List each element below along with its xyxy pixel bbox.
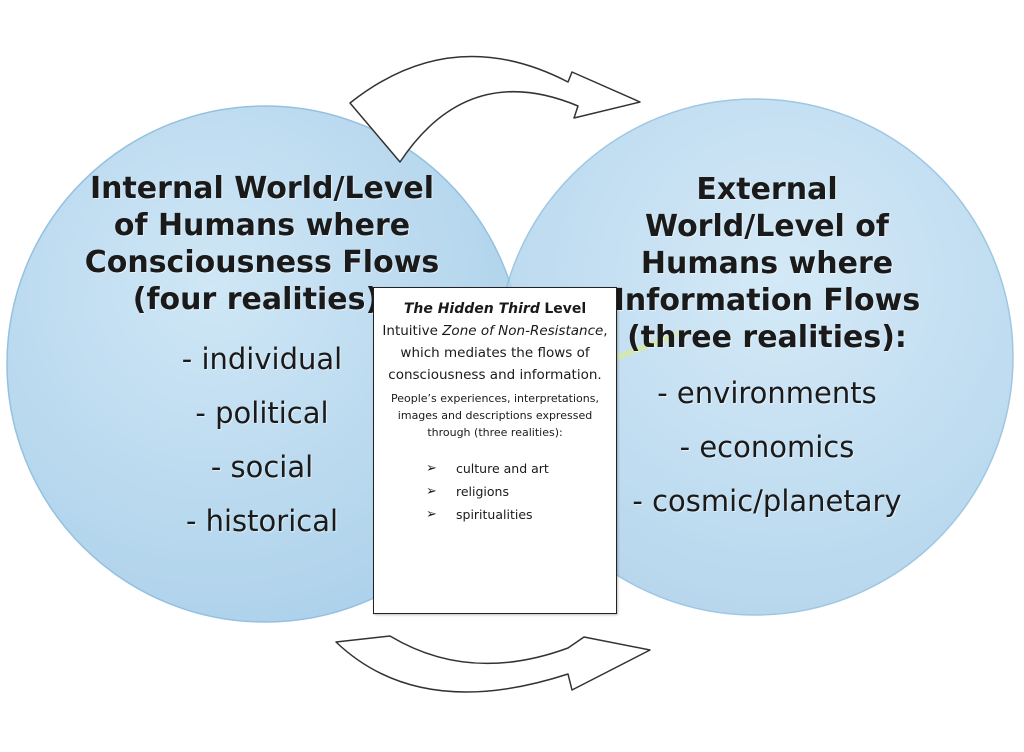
- arrow-bullet-icon: ➢: [426, 461, 437, 476]
- list-item: - social: [210, 450, 314, 484]
- title-line: (three realities):: [627, 320, 907, 355]
- title-line: Humans where: [640, 246, 894, 281]
- title-line: Internal World/Level: [89, 171, 435, 206]
- hidden-third-box: The Hidden Third Level Intuitive Zone of…: [373, 287, 617, 614]
- list-item: ➢ spiritualities: [426, 503, 608, 526]
- description-suffix: , which mediates the flows of consciousn…: [388, 323, 608, 383]
- heading-italic: The Hidden Third: [403, 301, 540, 317]
- title-line: (four realities):: [132, 282, 392, 317]
- expressions-text: People’s experiences, interpretations, i…: [391, 392, 599, 439]
- list-item: - environments: [657, 376, 877, 410]
- list-item: - economics: [679, 430, 855, 464]
- list-item: - individual: [181, 342, 343, 376]
- arrow-bullet-icon: ➢: [426, 507, 437, 522]
- highlight-streak: [616, 330, 680, 360]
- list-item: ➢ religions: [426, 480, 608, 503]
- bullet-text: religions: [456, 484, 509, 499]
- bullet-text: spiritualities: [456, 507, 533, 522]
- hidden-third-heading: The Hidden Third Level: [382, 298, 608, 320]
- bullet-text: culture and art: [456, 461, 549, 476]
- external-realities-list: - environments - economics - cosmic/plan…: [612, 366, 922, 528]
- internal-realities-list: - individual - political - social - hist…: [82, 332, 442, 548]
- description-italic: Zone of Non-Resistance: [442, 323, 604, 339]
- internal-world-text: Internal World/Level of Humans where Con…: [82, 170, 442, 548]
- external-world-title: External World/Level of Humans where Inf…: [612, 171, 922, 356]
- list-item: ➢ culture and art: [426, 457, 608, 480]
- title-line: Information Flows: [613, 283, 921, 318]
- external-world-text: External World/Level of Humans where Inf…: [612, 171, 922, 528]
- list-item: - cosmic/planetary: [632, 484, 902, 518]
- bottom-curved-arrow-icon: [335, 635, 651, 693]
- hidden-third-description: Intuitive Zone of Non-Resistance, which …: [382, 320, 608, 386]
- heading-level: Level: [544, 301, 587, 317]
- description-prefix: Intuitive: [382, 323, 438, 339]
- arrow-bullet-icon: ➢: [426, 484, 437, 499]
- title-line: Consciousness Flows: [84, 245, 440, 280]
- title-line: of Humans where: [113, 208, 411, 243]
- list-item: - political: [195, 396, 329, 430]
- title-line: World/Level of: [645, 209, 889, 244]
- internal-world-title: Internal World/Level of Humans where Con…: [82, 170, 442, 318]
- expressions-list: ➢ culture and art ➢ religions ➢ spiritualit…: [426, 457, 608, 526]
- top-curved-arrow-icon: [349, 55, 641, 163]
- list-item: - historical: [185, 504, 339, 538]
- title-line: External: [696, 172, 838, 207]
